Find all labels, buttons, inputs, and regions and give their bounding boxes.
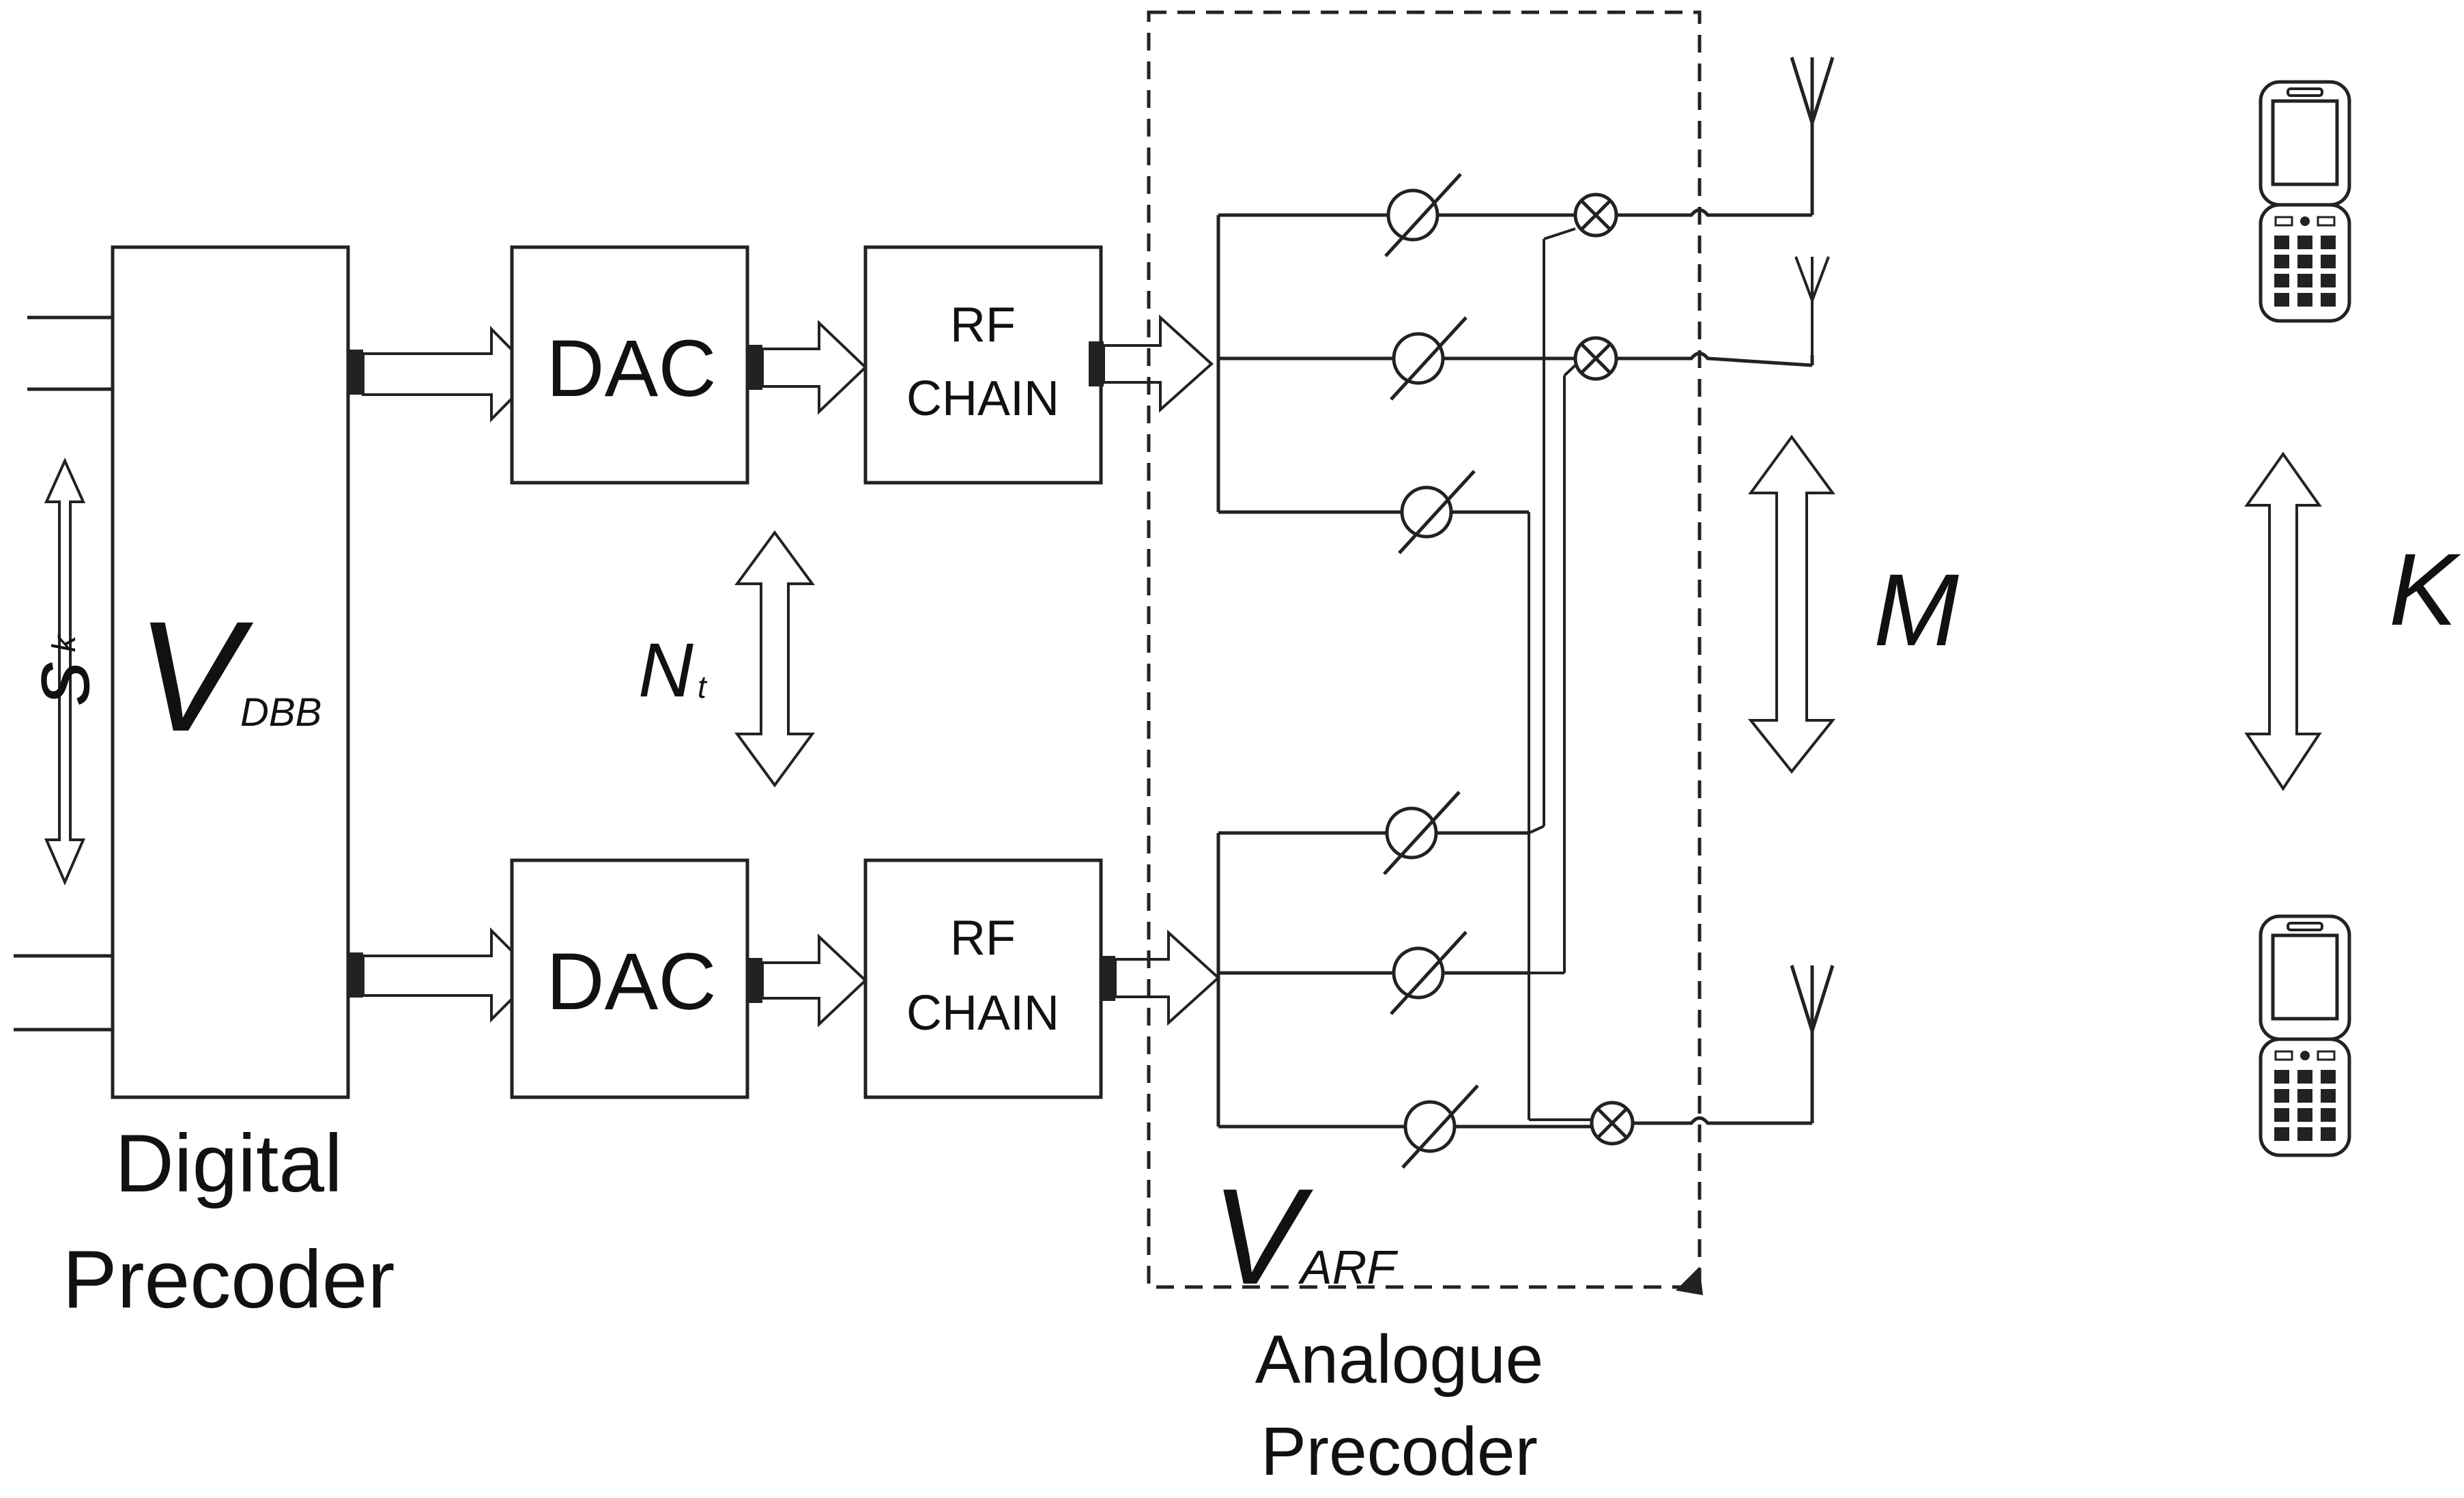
input-streams-label: s k xyxy=(8,634,108,705)
input-stream-lines xyxy=(14,315,113,1032)
digital-precoder-symbol: V xyxy=(137,589,254,764)
analogue-network-top xyxy=(1216,174,1575,553)
mobile-phone-icon xyxy=(2261,82,2349,321)
mobile-phone-icon xyxy=(2261,916,2349,1155)
analogue-network-bottom xyxy=(1216,792,1607,1168)
rf-chain-top-line2: CHAIN xyxy=(906,371,1059,426)
adder-icon xyxy=(1592,1103,1633,1144)
dac-top-block xyxy=(510,245,749,485)
antenna-icon xyxy=(1796,257,1829,355)
analogue-precoder-caption-line2: Precoder xyxy=(1261,1413,1538,1490)
users-count-label: K xyxy=(2389,532,2461,647)
digital-precoder-caption-line1: Digital xyxy=(115,1118,342,1209)
rf-chains-count-subscript: t xyxy=(698,669,708,705)
rf-chain-bottom-line2: CHAIN xyxy=(906,986,1059,1041)
bus-arrow-rf-to-analogue-bottom xyxy=(1100,929,1220,1026)
rf-chain-top-line1: RF xyxy=(950,298,1016,352)
rf-chains-count-symbol: N xyxy=(638,627,693,713)
digital-precoder-subscript: DBB xyxy=(240,690,321,735)
bus-arrow-dac-to-rf-bottom xyxy=(747,933,868,1028)
rf-chain-top-block xyxy=(863,245,1103,485)
input-streams-subscript: k xyxy=(46,634,83,652)
digital-precoder-caption-line2: Precoder xyxy=(63,1234,395,1325)
rf-chain-bottom-line1: RF xyxy=(950,911,1016,965)
analogue-precoder-subscript: ARF xyxy=(1298,1241,1399,1294)
rf-chain-bottom-block xyxy=(863,858,1103,1099)
users-count-double-arrow xyxy=(2244,451,2322,791)
digital-precoder-block xyxy=(111,245,350,1099)
bus-arrow-digital-to-dac-top xyxy=(348,326,538,423)
bus-arrow-rf-to-analogue-top xyxy=(1089,314,1214,413)
antenna-icon xyxy=(1792,57,1833,205)
antenna-icon xyxy=(1792,965,1833,1113)
analogue-precoder-caption-line1: Analogue xyxy=(1255,1321,1544,1398)
adder-icon xyxy=(1575,338,1616,379)
dac-top-label: DAC xyxy=(546,324,716,414)
cross-connection-wires xyxy=(1528,227,1607,1121)
analogue-precoder-symbol: V xyxy=(1212,1161,1313,1313)
antennas-count-label: M xyxy=(1874,552,1959,667)
antenna-feed-lines xyxy=(1616,205,1814,1125)
dac-bottom-label: DAC xyxy=(546,937,716,1027)
input-streams-double-arrow xyxy=(44,457,86,886)
bus-arrow-dac-to-rf-top xyxy=(747,320,868,415)
analogue-precoder-boundary-corner xyxy=(1676,1267,1703,1295)
input-streams-symbol: s xyxy=(8,661,108,705)
bus-arrow-digital-to-dac-bottom xyxy=(348,927,538,1023)
rf-chains-count-double-arrow xyxy=(734,530,815,788)
adder-icon xyxy=(1575,195,1616,236)
antennas-count-double-arrow xyxy=(1747,434,1836,774)
